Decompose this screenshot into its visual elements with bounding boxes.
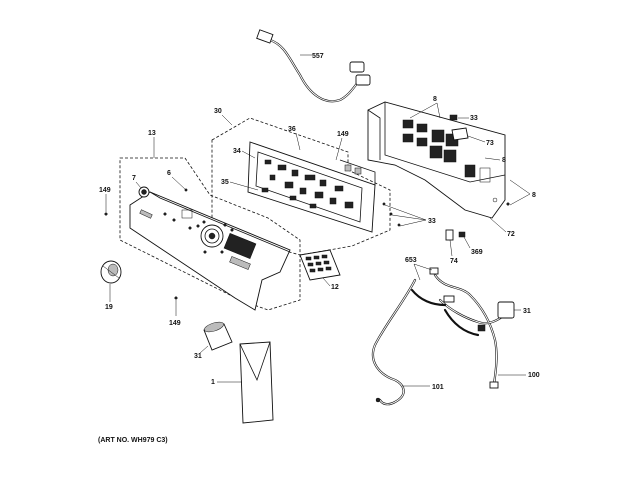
callout-1: 1 [211, 379, 215, 386]
keypad-12 [299, 249, 341, 281]
callout-30: 30 [214, 108, 222, 115]
knob-19 [100, 260, 122, 284]
callout-8-right: 8 [532, 192, 536, 199]
callout-149-bottom: 149 [169, 320, 181, 327]
callout-31-left: 31 [194, 353, 202, 360]
callout-557: 557 [312, 53, 324, 60]
control-board-34 [247, 141, 376, 233]
control-console-6 [129, 191, 291, 311]
callout-33-mid: 33 [428, 218, 436, 225]
callout-72: 72 [507, 231, 515, 238]
art-number: (ART NO. WH979 C3) [98, 437, 168, 444]
callout-8-top: 8 [433, 96, 437, 103]
callout-6: 6 [167, 170, 171, 177]
power-cord-557 [256, 29, 371, 103]
callout-12: 12 [331, 284, 339, 291]
callout-8-mid: 8 [502, 157, 506, 164]
callout-7: 7 [132, 175, 136, 182]
manual-1 [239, 341, 274, 424]
callout-13: 13 [148, 130, 156, 137]
callout-149-left: 149 [99, 187, 111, 194]
callout-33-top: 33 [470, 115, 478, 122]
capacitor-31-left [203, 321, 233, 351]
callout-100: 100 [528, 372, 540, 379]
callout-101: 101 [432, 384, 444, 391]
callout-74: 74 [450, 258, 458, 265]
clip-33 [449, 114, 458, 121]
console-assembly-outline-13 [119, 157, 301, 311]
part-73 [451, 127, 469, 141]
callout-31-right: 31 [523, 308, 531, 315]
wire-harness-100 [371, 267, 515, 406]
callout-369: 369 [471, 249, 483, 256]
control-mount-72 [367, 101, 506, 219]
callout-35: 35 [221, 179, 229, 186]
callout-149-top: 149 [337, 131, 349, 138]
part-74 [445, 229, 454, 257]
callout-73: 73 [486, 140, 494, 147]
callout-34: 34 [233, 148, 241, 155]
callout-653: 653 [405, 257, 417, 264]
part-369 [458, 231, 471, 249]
callout-36: 36 [288, 126, 296, 133]
callout-19: 19 [105, 304, 113, 311]
